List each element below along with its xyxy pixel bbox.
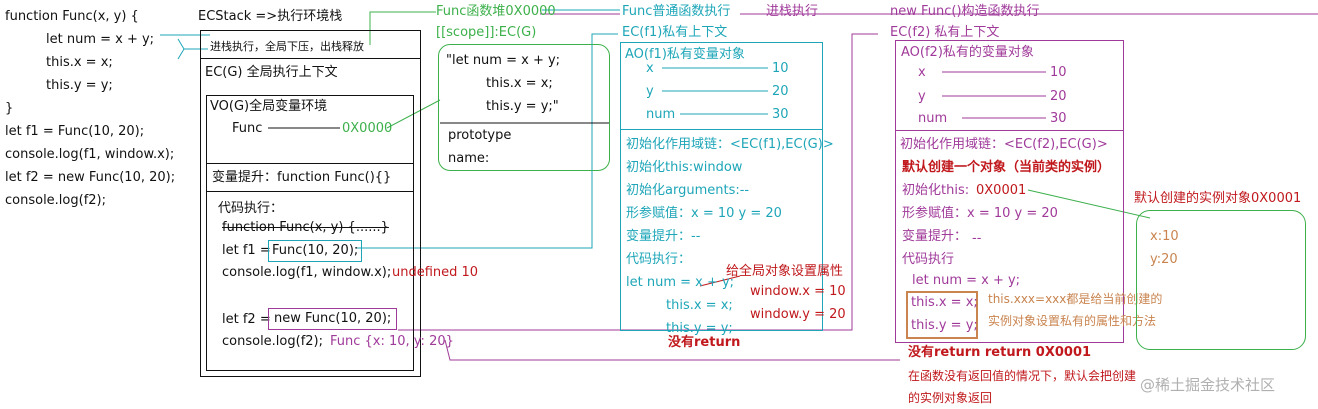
ecf2-this-note-2: 实例对象设置私有的属性和方法 (988, 314, 1157, 328)
ecstack-title: ECStack =>执行环境栈 (198, 9, 343, 24)
heap-box (438, 44, 610, 171)
ecf1-var-x-key: x (646, 61, 654, 76)
code-line-8: let f2 = new Func(10, 20); (5, 170, 176, 185)
ecf2-top-label: new Func()构造函数执行 (890, 4, 1040, 19)
code-line-5: } (5, 101, 14, 116)
stack-note-arrowhead (177, 38, 185, 60)
ecf2-scope-chain: 初始化作用域链：<EC(f2),EC(G)> (900, 137, 1108, 152)
ecg-exec-log2-result: Func {x: 10, y: 20} (330, 334, 454, 349)
ecg-hoist: 变量提升：function Func(){} (212, 170, 392, 185)
ecf2-hoist: 变量提升： (902, 229, 968, 244)
ecf2-var-y-key: y (918, 89, 926, 104)
ecf1-step-4: 形参赋值：x = 10 y = 20 (626, 206, 782, 221)
ecg-exec-struck: function Func(x, y) {......} (222, 220, 389, 235)
instance-x: x:10 (1150, 229, 1179, 244)
ecf1-push-label: 进栈执行 (766, 4, 819, 19)
ecg-exec-f1-call: Func(10, 20); (268, 240, 363, 262)
ecg-exec-log2: console.log(f2); (222, 334, 323, 349)
ecf2-return-desc-1: 在函数没有返回值的情况下，默认会把创建 (908, 369, 1137, 383)
ecg-exec-f2-call: new Func(10, 20); (268, 308, 398, 330)
ecg-exec-f1-prefix: let f1 = (222, 243, 271, 258)
ecf2-exec-y: this.y = y; (911, 318, 978, 333)
ecf1-title: EC(f1)私有上下文 (622, 25, 728, 40)
ecf1-var-num-key: num (646, 107, 676, 122)
ecf2-this-note-1: this.xxx=xxx都是给当前创建的 (988, 292, 1163, 306)
ecf2-this-box (906, 291, 978, 339)
vog-func-label: Func (232, 121, 263, 136)
ecf1-no-return: 没有return (668, 335, 741, 350)
ecg-exec-title: 代码执行： (218, 201, 284, 216)
ecf1-exec-1: let num = x + y; (626, 275, 735, 290)
heap-prototype: prototype (448, 128, 512, 143)
ecf2-var-x-key: x (918, 65, 926, 80)
heap-code-1: "let num = x + y; (446, 53, 561, 68)
ecf1-var-y-key: y (646, 84, 654, 99)
ecf1-var-x-val: 10 (772, 61, 789, 76)
ecg-title: EC(G) 全局执行上下文 (205, 65, 338, 80)
heap-title: Func函数堆0X0000 (436, 4, 556, 19)
ecf2-hoist-value: -- (972, 231, 982, 246)
heap-code-3: this.y = y;" (486, 99, 559, 114)
heap-name: name: (448, 151, 490, 166)
ecf2-var-num-val: 30 (1050, 111, 1067, 126)
ecf2-var-num-key: num (918, 111, 948, 126)
ecf2-ao-title: AO(f2)私有的变量对象 (901, 45, 1034, 60)
ecf1-var-y-val: 20 (772, 84, 789, 99)
instance-box (1136, 210, 1306, 350)
vog-title: VO(G)全局变量环境 (210, 99, 328, 114)
heap-scope: [[scope]]:EC(G) (436, 25, 537, 40)
ecf1-step-2: 初始化this:window (626, 160, 743, 175)
ecf2-exec-x: this.x = x; (911, 295, 978, 310)
code-line-2: let num = x + y; (46, 32, 155, 47)
heap-code-2: this.x = x; (486, 76, 553, 91)
ecf1-window-x: window.x = 10 (750, 284, 846, 299)
code-line-4: this.y = y; (46, 78, 113, 93)
ecf1-window-y: window.y = 20 (750, 307, 846, 322)
ecg-exec-log1: console.log(f1, window.x); (222, 265, 392, 280)
ecf1-exec-2: this.x = x; (666, 298, 733, 313)
ecf1-step-6: 代码执行： (626, 252, 692, 267)
code-line-6: let f1 = Func(10, 20); (5, 124, 145, 139)
code-line-9: console.log(f2); (5, 193, 106, 208)
ecf2-var-x-val: 10 (1050, 65, 1067, 80)
ecf1-step-1: 初始化作用域链：<EC(f1),EC(G)> (626, 137, 834, 152)
ecf1-top-label: Func普通函数执行 (622, 4, 731, 19)
f1-call-line (356, 33, 618, 249)
ecf2-init-this-label: 初始化this: (902, 183, 970, 198)
ecf1-step-5: 变量提升：-- (626, 229, 701, 244)
ecf2-args: 形参赋值：x = 10 y = 20 (902, 206, 1058, 221)
ecf2-exec-num: let num = x + y; (912, 273, 1021, 288)
watermark: @稀土掘金技术社区 (1140, 376, 1276, 394)
ecg-box (206, 95, 414, 371)
ecf1-box (620, 42, 823, 331)
ecf2-var-y-val: 20 (1050, 89, 1067, 104)
ecg-exec-f2-prefix: let f2 = (222, 312, 271, 327)
instance-label: 默认创建的实例对象0X0001 (1134, 191, 1302, 206)
ecf2-init-this-value: 0X0001 (976, 183, 1027, 198)
ecf2-return-desc-2: 的实例对象返回 (908, 391, 993, 405)
code-line-3: this.x = x; (46, 55, 113, 70)
ecf2-title: EC(f2) 私有上下文 (890, 25, 1000, 40)
vog-func-addr: 0X0000 (342, 121, 393, 136)
ecf1-exec-3: this.y = y; (666, 321, 733, 336)
ecf2-exec-title: 代码执行 (902, 252, 955, 267)
ecf2-return-note: 没有return return 0X0001 (908, 345, 1092, 360)
ecf1-var-num-val: 30 (772, 107, 789, 122)
ecf1-window-note: 给全局对象设置属性 (726, 264, 844, 279)
ecf2-default-obj: 默认创建一个对象（当前类的实例） (902, 160, 1111, 175)
ecf1-ao-title: AO(f1)私有变量对象 (625, 47, 745, 62)
code-line-7: console.log(f1, window.x); (5, 147, 175, 162)
this-instance-line (1027, 189, 1151, 219)
instance-y: y:20 (1150, 252, 1178, 267)
ecstack-box (200, 30, 421, 377)
ecstack-note: 进栈执行，全局下压，出栈释放 (210, 40, 364, 53)
ecf1-step-3: 初始化arguments:-- (626, 183, 750, 198)
heap-title-line (369, 11, 436, 45)
code-line-1: function Func(x, y) { (5, 9, 139, 24)
ecg-exec-log1-result: undefined 10 (392, 265, 479, 280)
ecf2-box (895, 40, 1124, 343)
